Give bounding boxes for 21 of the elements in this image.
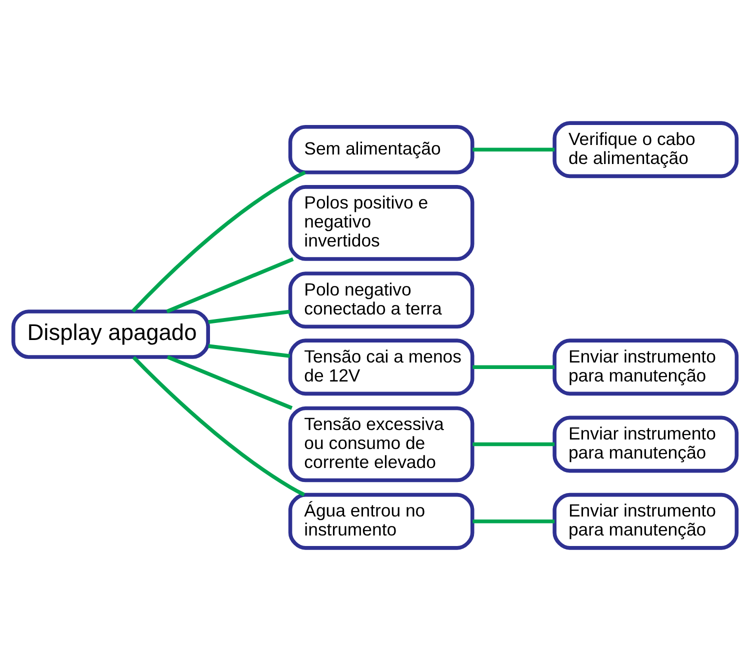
node-box: Enviar instrumento para manutenção (552, 415, 739, 472)
node-box: Polos positivo e negativo invertidos (288, 184, 474, 260)
connector (472, 442, 555, 446)
connector (166, 256, 294, 313)
node-box: Tensão cai a menos de 12V (288, 338, 474, 396)
node-box: Verifique o cabo de alimentação (552, 120, 739, 178)
node-box: Tensão excessiva ou consumo de corrente elevado (288, 406, 474, 482)
node-box: Água entrou no instrumento (288, 492, 474, 550)
connector (208, 344, 290, 358)
node-box: Display apagado (11, 309, 210, 358)
node-box: Enviar instrumento para manutenção (552, 492, 739, 550)
connector (472, 364, 555, 369)
connector (472, 147, 555, 152)
connector (208, 309, 290, 324)
connector (472, 518, 555, 523)
node-box: Enviar instrumento para manutenção (552, 338, 739, 396)
connector (132, 170, 306, 312)
connector (166, 354, 293, 410)
connector (132, 355, 306, 496)
node-box: Sem alimentação (288, 124, 474, 174)
node-box: Polo negativo conectado a terra (288, 271, 474, 328)
